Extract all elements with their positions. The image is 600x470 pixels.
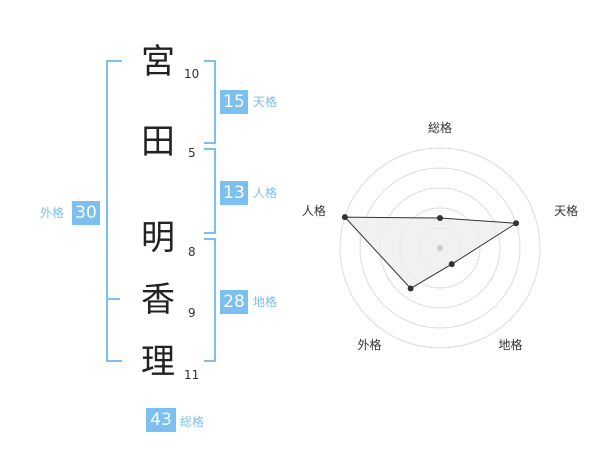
chikaku-label: 地格 <box>253 295 278 309</box>
gaikaku-label: 外格 <box>40 206 65 220</box>
stroke-count-3: 8 <box>188 245 196 259</box>
radar-point-3 <box>407 285 414 292</box>
gaikaku-badge: 30 <box>72 201 100 225</box>
radar-series-area <box>343 216 518 290</box>
radar-axis-label-chikaku: 地格 <box>499 337 523 352</box>
radar-ring <box>339 147 541 349</box>
name-char-5: 理 <box>141 342 175 382</box>
radar-ring <box>359 167 521 329</box>
soukaku-badge: 43 <box>146 408 176 432</box>
radar-axis-label-gaikaku: 外格 <box>357 337 381 352</box>
gaikaku-bracket <box>106 60 122 362</box>
tenkaku-badge: 15 <box>220 90 248 114</box>
radar-points <box>341 214 520 292</box>
radar-axis-label-tenkaku: 天格 <box>554 203 578 218</box>
radar-center-dot <box>437 245 443 251</box>
name-char-2: 田 <box>141 122 175 162</box>
gaikaku-bracket-inner-tick <box>106 298 120 300</box>
chikaku-bracket <box>204 238 216 362</box>
jinkaku-badge: 13 <box>220 181 248 205</box>
radar-grid <box>339 147 541 349</box>
radar-point-1 <box>513 220 520 227</box>
soukaku-label: 総格 <box>180 415 205 429</box>
radar-point-4 <box>341 214 348 221</box>
stroke-count-2: 5 <box>188 146 196 160</box>
jinkaku-label: 人格 <box>253 186 278 200</box>
fortune-radar-chart: 総格 天格 地格 外格 人格 <box>302 120 578 352</box>
name-char-4: 香 <box>141 280 175 320</box>
radar-point-0 <box>437 215 443 221</box>
radar-axis-label-soukaku: 総格 <box>428 120 452 135</box>
stroke-count-4: 9 <box>188 306 196 320</box>
radar-axis-label-jinkaku: 人格 <box>302 203 326 218</box>
jinkaku-bracket <box>204 148 216 234</box>
stroke-count-1: 10 <box>184 67 200 81</box>
name-char-3: 明 <box>141 218 175 258</box>
tenkaku-label: 天格 <box>253 95 278 109</box>
name-char-1: 宮 <box>141 42 175 82</box>
chikaku-badge: 28 <box>220 290 248 314</box>
tenkaku-bracket <box>204 60 216 144</box>
radar-point-2 <box>448 261 455 268</box>
stroke-count-5: 11 <box>184 368 200 382</box>
